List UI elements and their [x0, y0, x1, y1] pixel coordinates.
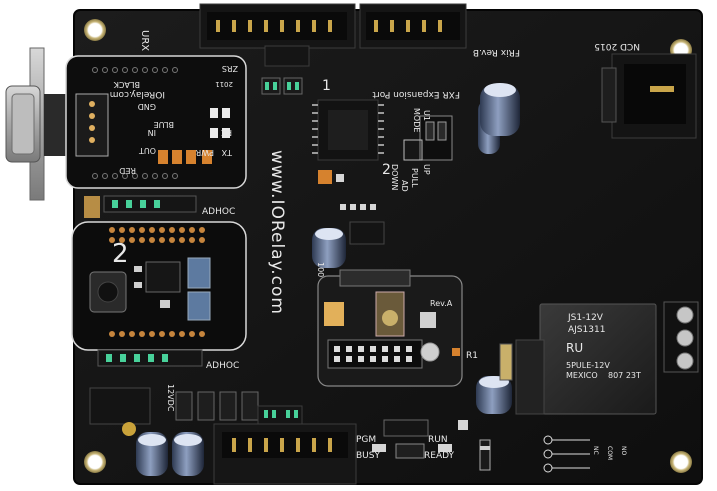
- status-label-pgm: PGM: [356, 435, 376, 445]
- module1-wire-label-gnd: GND: [138, 102, 156, 111]
- relay-date-code: 807 23T: [608, 371, 641, 380]
- plugin-processor-module: Rev.A: [317, 269, 463, 387]
- relay-terminal-no: NO: [620, 446, 627, 455]
- smd-component: [336, 174, 344, 182]
- screw-terminal-block: [663, 301, 699, 373]
- adhoc-label-upper: ADHOC: [202, 207, 235, 217]
- module1-led-tx: TX: [221, 148, 233, 157]
- electrolytic-capacitor-right: [476, 376, 512, 414]
- status-led-area: PGM RUN BUSY READY: [356, 419, 468, 461]
- db9-serial-connector: [5, 47, 74, 201]
- electrolytic-capacitor-mid: [312, 228, 346, 268]
- status-label-busy: BUSY: [356, 451, 380, 461]
- module1-led-pwr: PWR: [195, 148, 214, 157]
- diode: [479, 439, 491, 471]
- jumper-label-pull: PULL: [410, 168, 419, 188]
- microcontroller-chip: [312, 99, 384, 161]
- bottom-power-header: 12VDC: [89, 384, 175, 436]
- relay-brand: JS1-12V: [567, 313, 604, 323]
- adhoc-header-upper: ADHOC: [84, 195, 235, 218]
- relay-part: AJS1311: [568, 325, 605, 335]
- wireless-module-2: 2: [71, 221, 247, 351]
- smd-jumper-row-top: [261, 77, 303, 95]
- adhoc-header-lower: ADHOC: [97, 349, 239, 371]
- module1-year: 2011: [215, 80, 233, 88]
- port-number-1: 1: [322, 78, 331, 94]
- screw-terminal-icon: [676, 306, 694, 324]
- module1-wire-label-in: IN: [148, 128, 156, 137]
- relay-terminal-com: COM: [606, 446, 613, 460]
- electrolytic-capacitor-bottom-left: [136, 432, 204, 476]
- bottom-box-header: [213, 405, 357, 485]
- mode-jumper-block: U1 MODE UP PULL AD DOWN: [390, 108, 453, 192]
- module1-wire-label-out: OUT: [139, 146, 156, 155]
- board-revision-label: FRix Rev.B: [473, 47, 520, 57]
- r1-resistor: R1: [452, 343, 513, 381]
- u1-label: U1: [422, 110, 431, 121]
- relay-made-in: MEXICO: [566, 371, 598, 380]
- status-label-run: RUN: [428, 435, 448, 445]
- mounting-hole-icon: [84, 451, 106, 473]
- relay-approval: RU: [566, 341, 583, 355]
- relay-terminal-schematic: NC COM NO: [543, 435, 627, 473]
- status-label-ready: READY: [424, 451, 455, 461]
- module1-logo-line1: IORelay.com: [110, 89, 165, 99]
- smd-transistor-row: [175, 391, 259, 421]
- screw-terminal-icon: [676, 329, 694, 347]
- smd-pad-row: [340, 204, 376, 210]
- url-silkscreen: www.IORelay.com: [267, 150, 287, 315]
- upper-module-header-label: URX: [139, 30, 150, 51]
- relay-module: JS1-12V AJS1311 RU 5PULE-12V MEXICO 807 …: [515, 303, 657, 415]
- voltage-regulator-chip: [349, 221, 385, 245]
- jumper-label-ad: AD: [400, 180, 409, 192]
- jumper-label-up: UP: [422, 164, 431, 175]
- jumper-label-down: DOWN: [390, 164, 399, 190]
- power-label: 12VDC: [166, 384, 175, 412]
- module1-logo-line2: ZRS: [222, 64, 238, 73]
- screw-terminal-icon: [676, 352, 694, 370]
- module1-led-rx: RX: [220, 128, 232, 137]
- resistor-label-100: 100: [316, 262, 325, 277]
- module1-wire-label-black: BLACK: [113, 80, 140, 89]
- smd-component: [318, 170, 332, 184]
- right-header-connector: [601, 53, 697, 139]
- relay-terminal-nc: NC: [592, 446, 599, 455]
- mode-label: MODE: [412, 108, 421, 132]
- ncd-year-label: NCD 2015: [594, 41, 640, 51]
- module-rev-label: Rev.A: [430, 299, 453, 308]
- mounting-hole-icon: [84, 19, 106, 41]
- relay-spec: 5PULE-12V: [566, 361, 610, 370]
- module1-blue-label: BLUE: [154, 120, 174, 129]
- top-box-header-right: [359, 3, 467, 49]
- wireless-module-1: IORelay.com ZRS 2011 BLACK GND IN OUT RE…: [65, 55, 247, 189]
- module2-number: 2: [112, 239, 129, 269]
- mounting-hole-icon: [670, 451, 692, 473]
- adhoc-label-lower: ADHOC: [206, 361, 239, 371]
- electrolytic-capacitor-top: [478, 83, 520, 154]
- r1-label: R1: [466, 351, 478, 361]
- port-number-2: 2: [382, 162, 391, 178]
- module1-wire-label-red: RED: [119, 166, 136, 175]
- expansion-port-label: FXR Expansion Port: [372, 89, 460, 99]
- top-box-header-left: [199, 3, 356, 67]
